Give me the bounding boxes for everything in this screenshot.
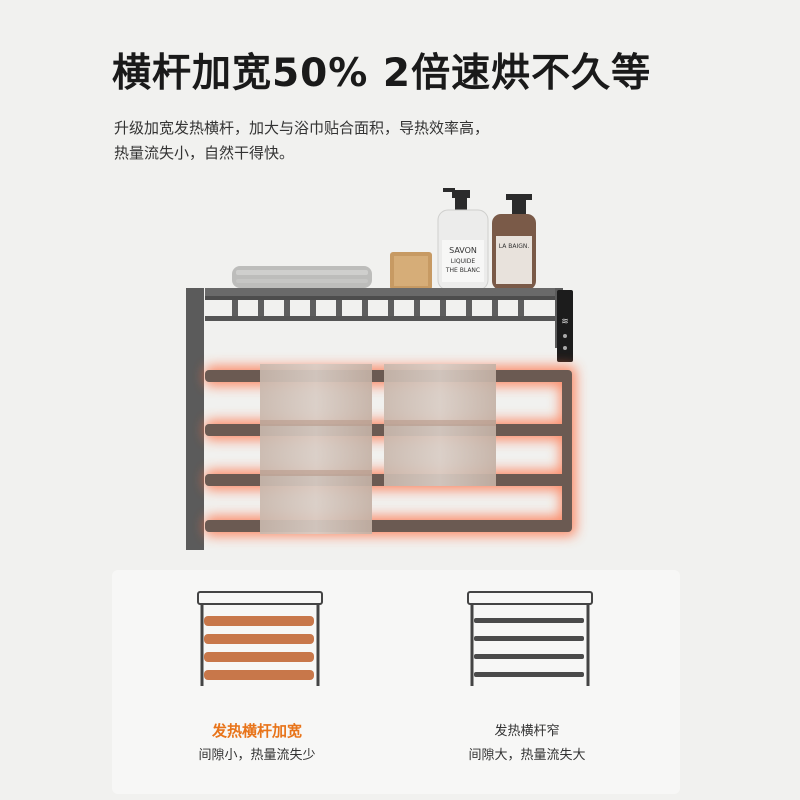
- headline: 横杆加宽50% 2倍速烘不久等: [112, 51, 652, 96]
- narrow-bar-rack-icon: [467, 591, 593, 686]
- soap-bottle-2: LA BAIGN.: [492, 194, 536, 290]
- towel-rack-illustration: SAVON LIQUIDE THE BLANC LA BAIGN.: [186, 188, 576, 550]
- svg-text:LA BAIGN.: LA BAIGN.: [499, 243, 530, 250]
- svg-text:LIQUIDE: LIQUIDE: [451, 258, 476, 265]
- comparison-wide-subtitle: 间隙小，热量流失少: [198, 748, 316, 763]
- control-panel: ≋: [557, 290, 573, 362]
- svg-text:≋: ≋: [561, 317, 569, 327]
- top-shelf: [205, 288, 555, 321]
- comparison-narrow-title: 发热横杆窄: [494, 724, 560, 739]
- svg-text:SAVON: SAVON: [449, 246, 477, 255]
- description-line-1: 升级加宽发热横杆，加大与浴巾贴合面积，导热效率高，: [114, 119, 490, 137]
- hanging-towel-left: [260, 364, 372, 534]
- comparison-wide-title: 发热横杆加宽: [211, 722, 302, 740]
- comparison-narrow-subtitle: 间隙大，热量流失大: [468, 748, 586, 763]
- soap-box: [390, 252, 432, 290]
- svg-text:THE BLANC: THE BLANC: [445, 267, 480, 274]
- hanging-towel-right: [384, 364, 496, 486]
- soap-bottle-1: SAVON LIQUIDE THE BLANC: [437, 188, 489, 291]
- comparison-panel: 发热横杆加宽 间隙小，热量流失少 发热横杆窄 间隙大，热量流失大: [112, 570, 680, 794]
- comparison-wide: 发热横杆加宽 间隙小，热量流失少: [142, 570, 372, 794]
- description: 升级加宽发热横杆，加大与浴巾贴合面积，导热效率高， 热量流失小，自然干得快。: [114, 116, 489, 166]
- description-line-2: 热量流失小，自然干得快。: [114, 144, 295, 162]
- comparison-narrow: 发热横杆窄 间隙大，热量流失大: [412, 570, 642, 794]
- rack-frame: [186, 288, 563, 550]
- wide-bar-rack-icon: [197, 591, 323, 686]
- folded-towel: [232, 266, 372, 288]
